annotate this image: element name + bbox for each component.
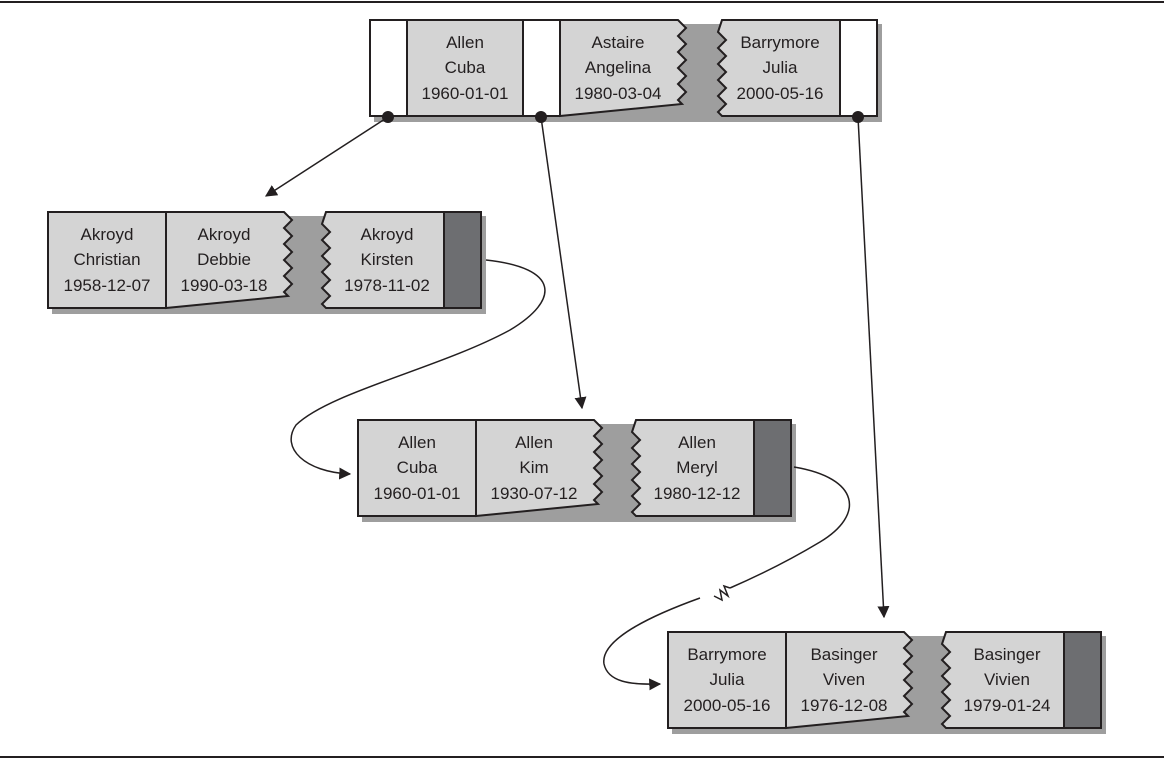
leaf-1-key-cell-2	[165, 211, 294, 310]
leaf-3-entry-3-last-name: Basinger	[973, 645, 1040, 664]
leaf-2-entry-1-dob: 1960-01-01	[374, 484, 461, 503]
leaf-1-entry-1-dob: 1958-12-07	[64, 276, 151, 295]
leaf-1-entry-1-first-name: Christian	[73, 250, 140, 269]
leaf-node-akroyd: Akroyd Christian 1958-12-07 Akroyd Debbi…	[47, 211, 486, 314]
leaf-3-key-cell-3	[940, 631, 1065, 729]
root-entry-2-last-name: Astaire	[592, 33, 645, 52]
leaf-1-entry-2-first-name: Debbie	[197, 250, 251, 269]
leaf-node-allen: Allen Cuba 1960-01-01 Allen Kim 1930-07-…	[357, 419, 796, 522]
root-key-cell-2	[559, 19, 688, 118]
leaf-1-entry-2-last-name: Akroyd	[198, 225, 251, 244]
leaf-3-entry-2-dob: 1976-12-08	[801, 696, 888, 715]
leaf-2-entry-3-dob: 1980-12-12	[654, 484, 741, 503]
leaf-3-entry-2-first-name: Viven	[823, 670, 865, 689]
leaf-2-entry-2-last-name: Allen	[515, 433, 553, 452]
root-key-cell-1	[406, 19, 524, 117]
leaf-3-key-cell-1	[667, 631, 787, 729]
leaf-3-entry-2-last-name: Basinger	[810, 645, 877, 664]
leaf-2-key-cell-1	[357, 419, 477, 517]
leaf-2-entry-3-first-name: Meryl	[676, 458, 718, 477]
root-pointer-slot-2	[522, 19, 561, 117]
child-arrow-to-barrymore	[857, 116, 890, 619]
leaf-2-next-pointer	[753, 419, 792, 517]
leaf-3-entry-1-last-name: Barrymore	[687, 645, 766, 664]
leaf-2-entry-1-first-name: Cuba	[397, 458, 438, 477]
leaf-node-barrymore-basinger: Barrymore Julia 2000-05-16 Basinger Vive…	[667, 631, 1106, 734]
root-entry-2-first-name: Angelina	[585, 58, 652, 77]
next-link-allen-to-barrymore-part-2	[603, 597, 701, 691]
leaf-3-entry-1-dob: 2000-05-16	[684, 696, 771, 715]
leaf-2-key-cell-2	[475, 419, 604, 518]
root-entry-1-dob: 1960-01-01	[422, 84, 509, 103]
root-entry-2-dob: 1980-03-04	[575, 84, 662, 103]
root-entry-3-last-name: Barrymore	[740, 33, 819, 52]
child-arrow-to-allen	[540, 116, 587, 410]
next-link-break-marker	[713, 584, 731, 602]
leaf-1-entry-3-dob: 1978-11-02	[344, 276, 430, 295]
leaf-2-entry-2-first-name: Kim	[519, 458, 548, 477]
leaf-1-key-cell-3	[320, 211, 445, 309]
root-entry-3-first-name: Julia	[763, 58, 799, 77]
leaf-3-entry-1-first-name: Julia	[710, 670, 746, 689]
root-pointer-slot-1	[369, 19, 408, 117]
leaf-2-key-cell-3	[630, 419, 755, 517]
root-pointer-slot-3	[839, 19, 878, 117]
leaf-1-entry-1-last-name: Akroyd	[81, 225, 134, 244]
root-entry-1-first-name: Cuba	[445, 58, 486, 77]
leaf-2-entry-3-last-name: Allen	[678, 433, 716, 452]
next-link-allen-to-barrymore-part-1	[729, 466, 851, 589]
leaf-1-entry-3-last-name: Akroyd	[361, 225, 414, 244]
leaf-3-key-cell-2	[785, 631, 914, 730]
leaf-3-entry-3-dob: 1979-01-24	[964, 696, 1051, 715]
leaf-2-entry-2-dob: 1930-07-12	[491, 484, 578, 503]
next-link-akroyd-to-allen	[290, 259, 546, 480]
leaf-1-entry-3-first-name: Kirsten	[361, 250, 414, 269]
leaf-3-next-pointer	[1063, 631, 1102, 729]
child-arrow-to-akroyd	[264, 116, 389, 197]
leaf-1-next-pointer	[443, 211, 482, 309]
root-entry-3-dob: 2000-05-16	[737, 84, 824, 103]
root-entry-1-last-name: Allen	[446, 33, 484, 52]
root-key-cell-3	[716, 19, 841, 117]
leaf-1-entry-2-dob: 1990-03-18	[181, 276, 268, 295]
root-node: Allen Cuba 1960-01-01 Astaire Angelina 1…	[369, 19, 882, 122]
leaf-2-entry-1-last-name: Allen	[398, 433, 436, 452]
leaf-1-key-cell-1	[47, 211, 167, 309]
leaf-3-entry-3-first-name: Vivien	[984, 670, 1030, 689]
